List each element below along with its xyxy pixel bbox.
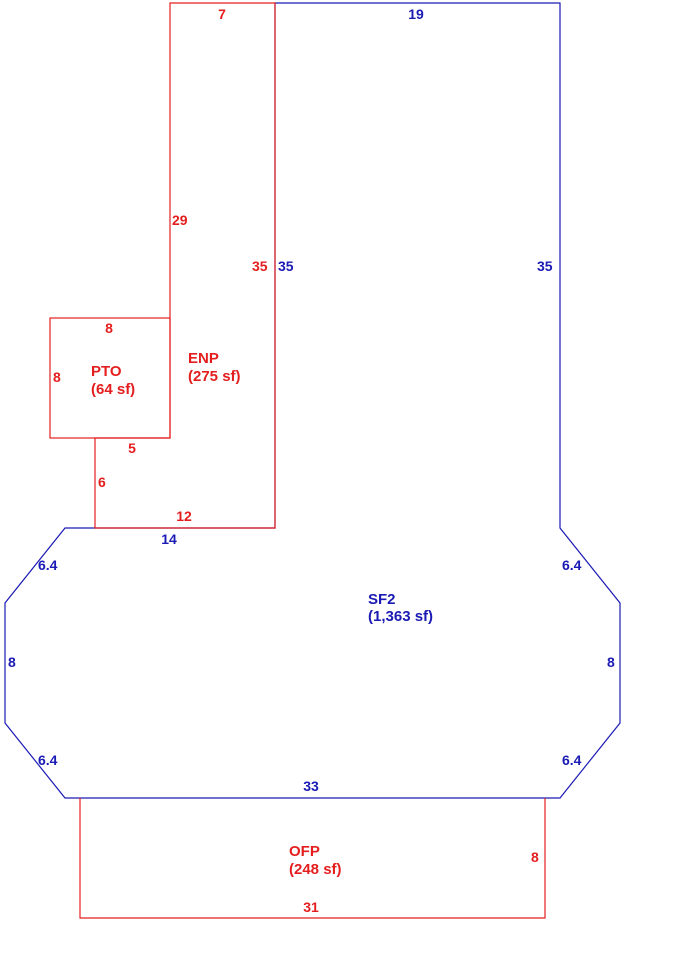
ofp-area-size: (248 sf) [289,861,342,878]
dim-sf2-chamfer-lower-right: 6.4 [562,752,582,768]
dim-enp-right: 35 [252,258,268,274]
pto-area-code: PTO [91,363,122,380]
dim-enp-left-upper: 29 [172,212,188,228]
dim-sf2-bottom: 33 [303,778,319,794]
dim-sf2-left: 8 [8,654,16,670]
sf2-area-code: SF2 [368,591,396,608]
enp-area-code: ENP [188,350,219,367]
dim-enp-top: 7 [218,6,226,22]
dim-sf2-chamfer-lower-left: 6.4 [38,752,58,768]
enp-area-size: (275 sf) [188,368,241,385]
dim-enp-bottom: 12 [176,508,192,524]
dim-sf2-chamfer-upper-left: 6.4 [38,557,58,573]
dim-pto-top: 8 [105,320,113,336]
ofp-outline [79,798,546,919]
dim-ofp-bottom: 31 [303,899,319,915]
dim-sf2-mid-top: 14 [161,531,177,547]
dim-pto-left: 8 [53,369,61,385]
dim-sf2-chamfer-upper-right: 6.4 [562,557,582,573]
ofp-area-code: OFP [289,843,320,860]
enp-outline [94,2,276,529]
dim-sf2-right-upper: 35 [537,258,553,274]
sf2-area-size: (1,363 sf) [368,608,433,625]
dim-enp-notch-side: 6 [98,474,106,490]
pto-area-size: (64 sf) [91,381,135,398]
dim-sf2-top: 19 [408,6,424,22]
dim-sf2-right: 8 [607,654,615,670]
dim-enp-notch-bottom: 5 [128,440,136,456]
dim-ofp-right: 8 [531,849,539,865]
sf2-outline [4,2,621,799]
pto-outline [49,317,171,439]
dim-sf2-left-upper: 35 [278,258,294,274]
